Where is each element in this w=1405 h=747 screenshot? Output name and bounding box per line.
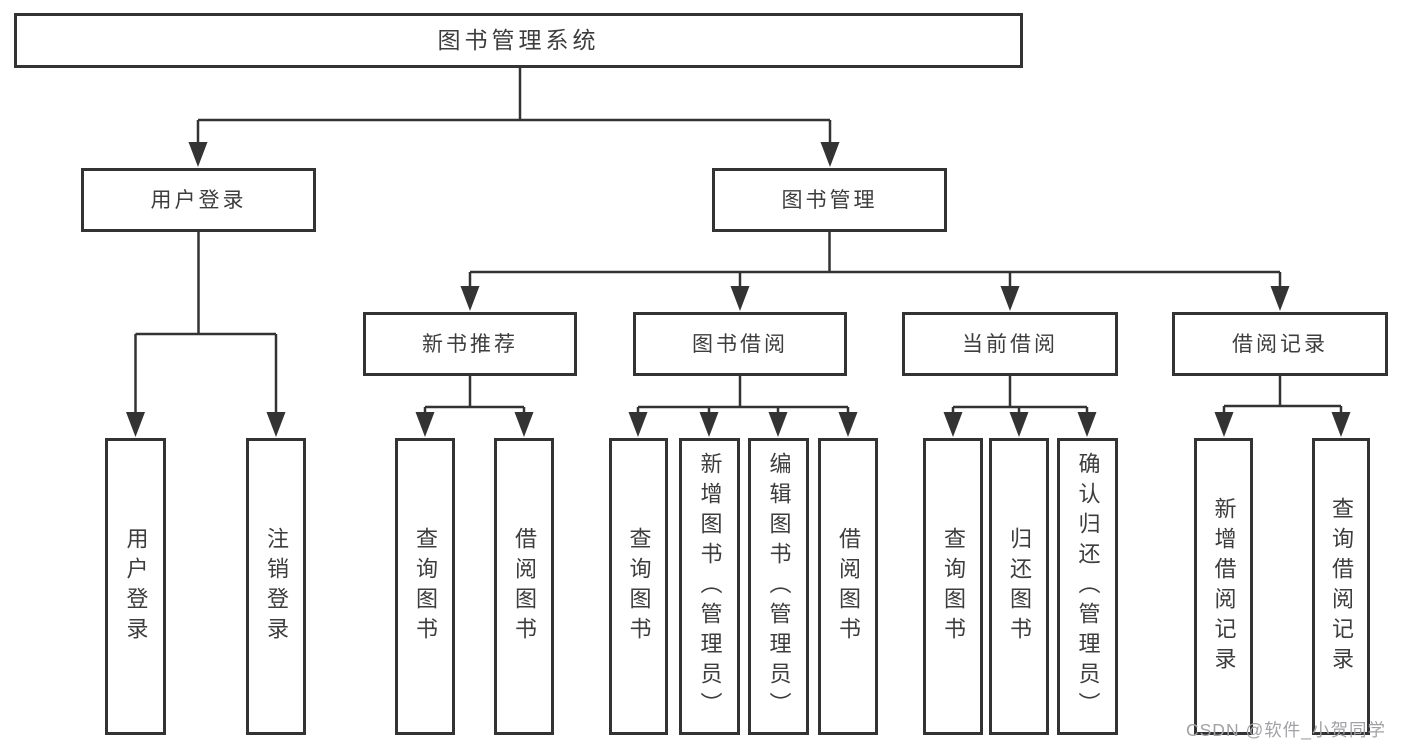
arrowhead-icon bbox=[1270, 286, 1290, 311]
node-book-borrow: 图书借阅 bbox=[633, 312, 847, 376]
node-leaf-edit-books-admin: 编辑图书（管理员） bbox=[748, 438, 809, 735]
arrowhead-icon bbox=[188, 142, 208, 167]
node-leaf-borrow-books: 借阅图书 bbox=[818, 438, 878, 735]
node-leaf-query-books-borrow: 查询图书 bbox=[609, 438, 668, 735]
node-leaf-logout: 注销登录 bbox=[246, 438, 306, 735]
node-new-book-recommend: 新书推荐 bbox=[363, 312, 577, 376]
arrowhead-icon bbox=[1214, 412, 1234, 437]
arrowhead-icon bbox=[415, 412, 435, 437]
arrowhead-icon bbox=[126, 412, 145, 437]
arrowheads bbox=[126, 142, 1351, 437]
arrowhead-icon bbox=[460, 286, 480, 311]
node-library-system: 图书管理系统 bbox=[14, 13, 1023, 68]
arrowhead-icon bbox=[1009, 412, 1029, 437]
node-leaf-borrow-books-recommend: 借阅图书 bbox=[494, 438, 554, 735]
node-leaf-user-login: 用户登录 bbox=[105, 438, 166, 735]
node-borrow-records: 借阅记录 bbox=[1172, 312, 1388, 376]
node-current-borrow: 当前借阅 bbox=[902, 312, 1118, 376]
node-book-management: 图书管理 bbox=[712, 168, 947, 232]
arrowhead-icon bbox=[1331, 412, 1351, 437]
node-user-login: 用户登录 bbox=[81, 168, 316, 232]
arrowhead-icon bbox=[628, 412, 648, 437]
arrowhead-icon bbox=[699, 412, 719, 437]
arrowhead-icon bbox=[838, 412, 858, 437]
node-leaf-query-borrow-record: 查询借阅记录 bbox=[1312, 438, 1370, 735]
node-leaf-confirm-return-admin: 确认归还（管理员） bbox=[1057, 438, 1118, 735]
node-leaf-query-books-current: 查询图书 bbox=[923, 438, 983, 735]
arrowhead-icon bbox=[820, 142, 840, 167]
arrowhead-icon bbox=[768, 412, 788, 437]
node-leaf-add-borrow-record: 新增借阅记录 bbox=[1194, 438, 1253, 735]
arrowhead-icon bbox=[730, 286, 750, 311]
node-leaf-query-books-recommend: 查询图书 bbox=[395, 438, 455, 735]
node-leaf-add-books-admin: 新增图书（管理员） bbox=[679, 438, 740, 735]
connector-path bbox=[135, 68, 1341, 409]
arrowhead-icon bbox=[943, 412, 963, 437]
arrowhead-icon bbox=[514, 412, 534, 437]
arrowhead-icon bbox=[266, 412, 286, 437]
arrowhead-icon bbox=[1000, 286, 1020, 311]
watermark: CSDN @软件_小贺同学 bbox=[1186, 720, 1386, 740]
node-leaf-return-books: 归还图书 bbox=[989, 438, 1049, 735]
arrowhead-icon bbox=[1077, 412, 1097, 437]
